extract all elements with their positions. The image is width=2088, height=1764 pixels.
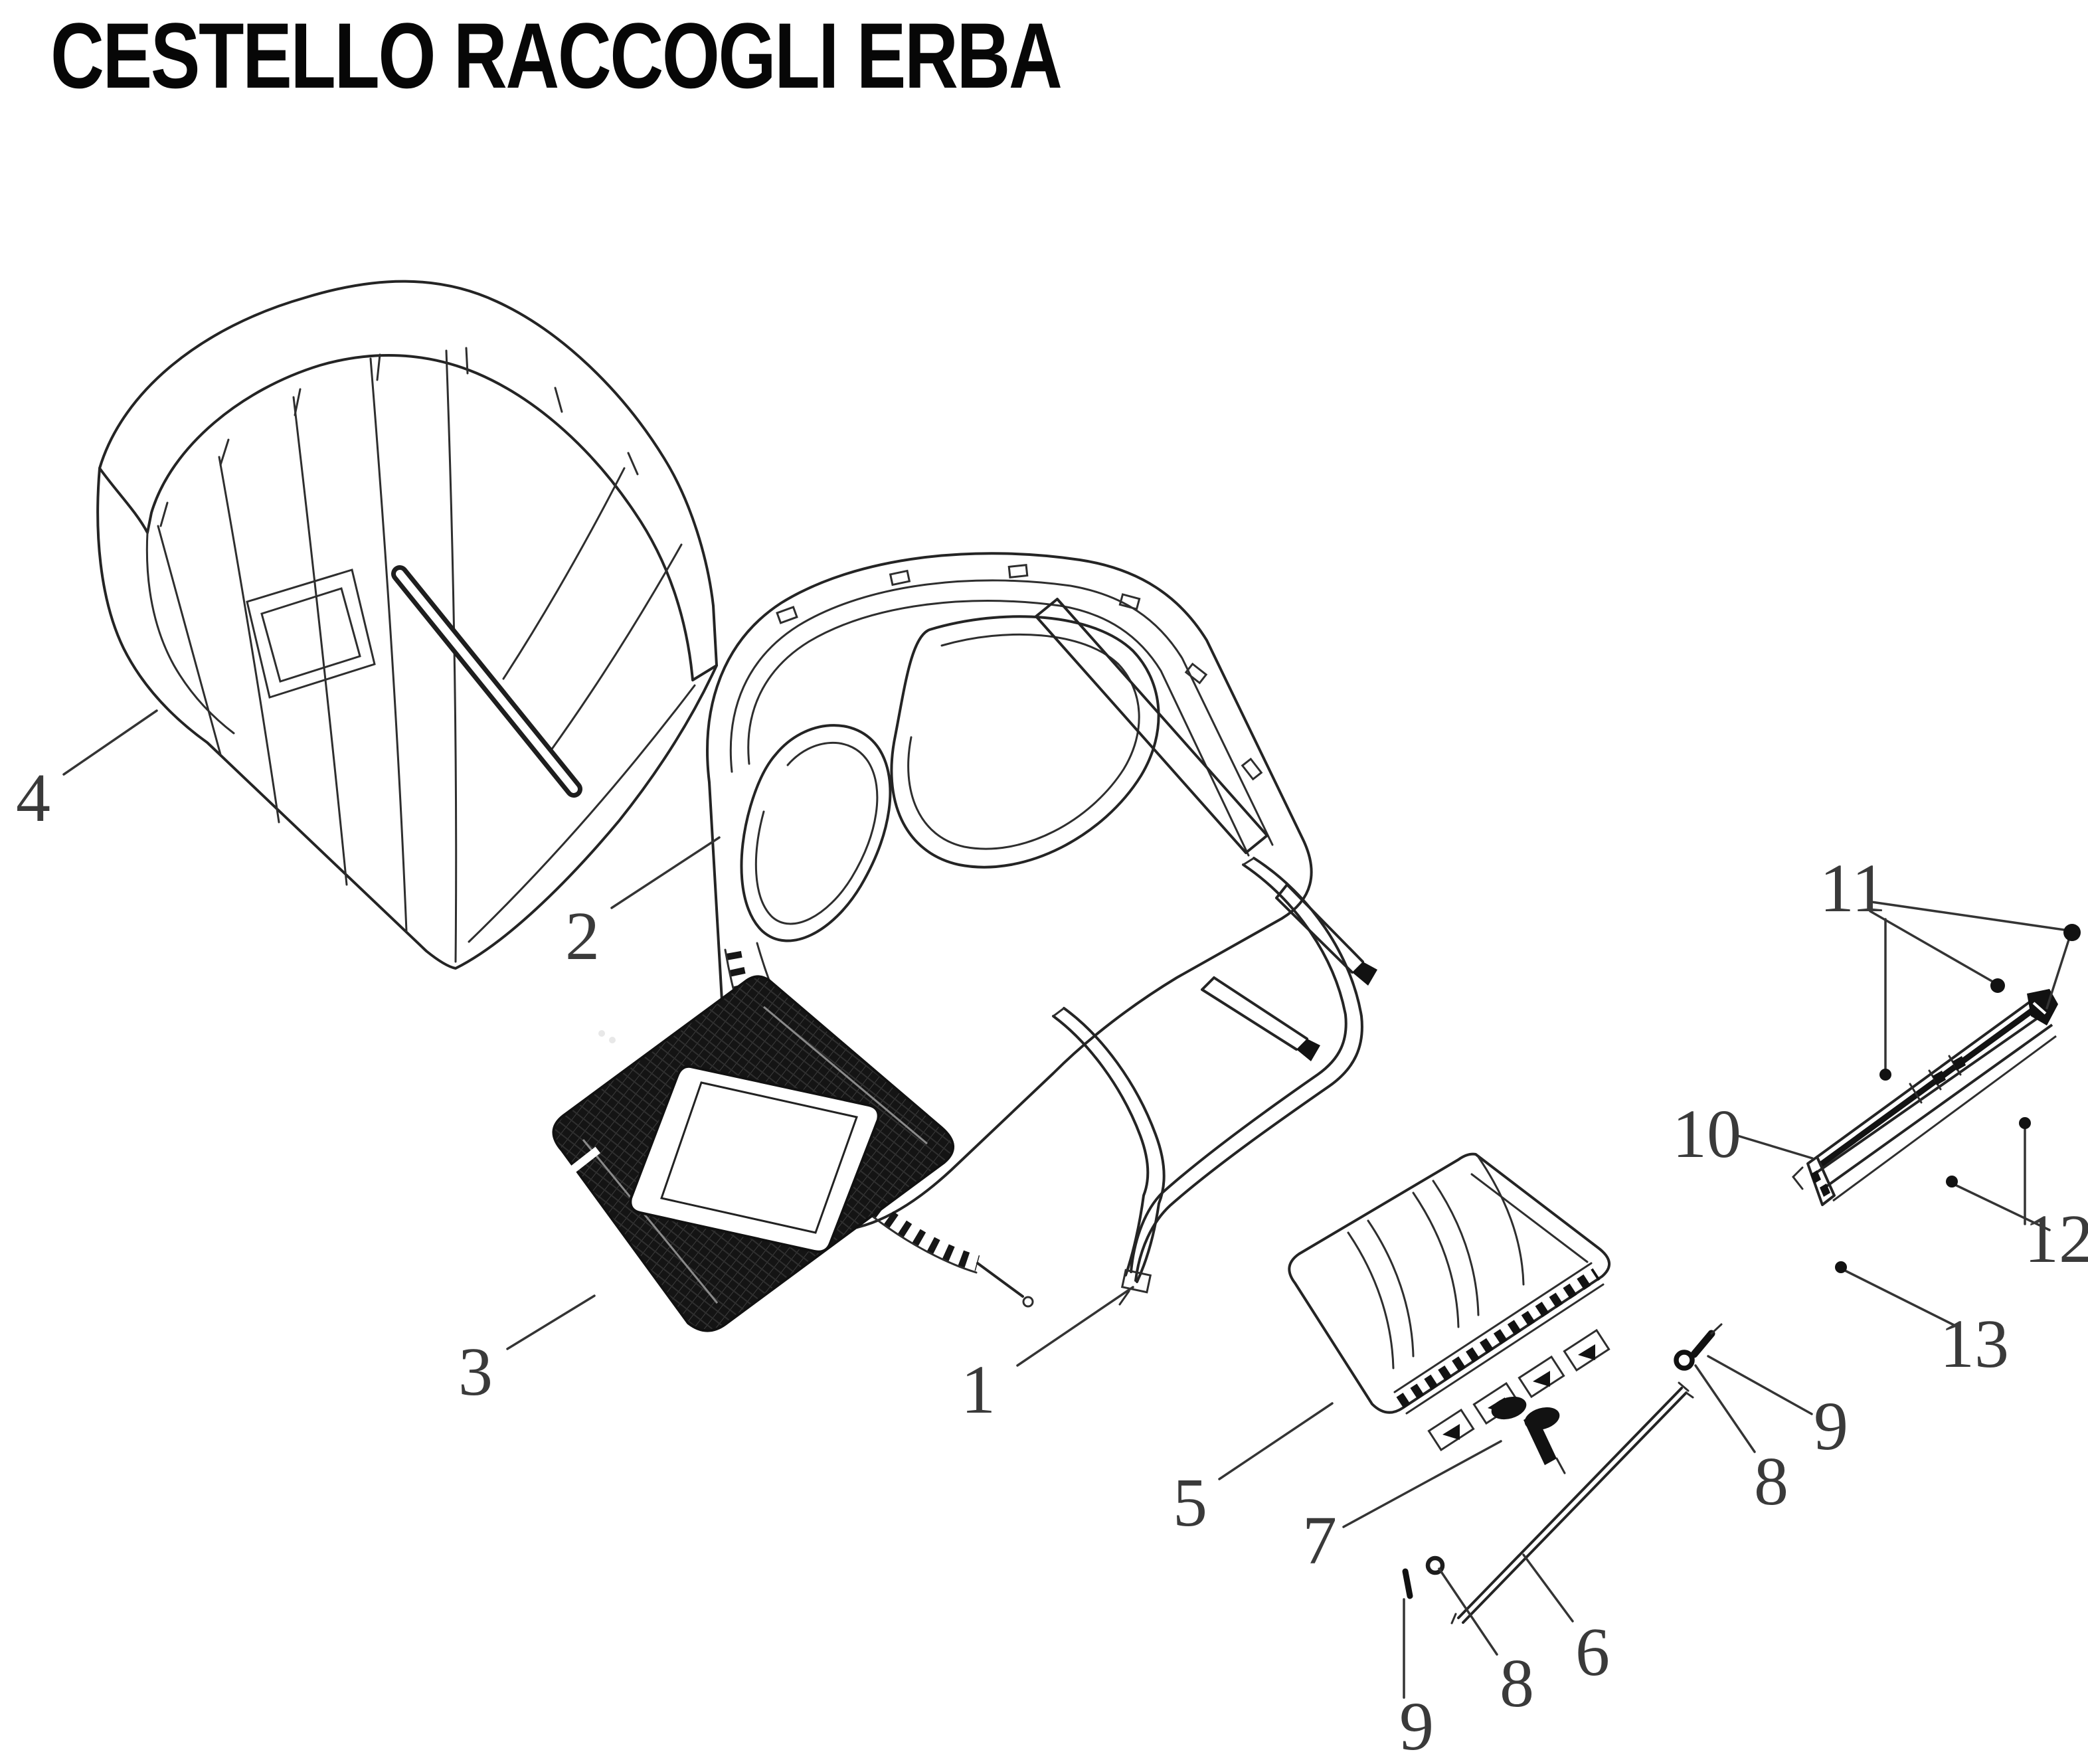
callout-12: 12	[2024, 1201, 2088, 1277]
callout-11: 11	[1819, 850, 1887, 926]
part-handle-bar-assembly	[1792, 989, 2058, 1206]
part-pin-bottom	[1402, 1568, 1413, 1599]
callout-9-right: 9	[1814, 1388, 1848, 1464]
callout-1: 1	[961, 1352, 996, 1428]
callout-2: 2	[565, 898, 600, 974]
part-deflector-curve	[1052, 857, 1363, 1306]
callout-4: 4	[16, 760, 50, 836]
part-washer-pin-right	[1674, 1323, 1723, 1371]
callout-10: 10	[1672, 1096, 1741, 1172]
callout-9-bottom: 9	[1399, 1688, 1434, 1764]
callout-7: 7	[1302, 1502, 1337, 1579]
part-washer-bottom	[1425, 1555, 1445, 1575]
part-t-bolt	[1491, 1396, 1566, 1474]
part-rear-mesh-panel	[552, 975, 955, 1332]
handle-screw-dots	[1835, 924, 2081, 1273]
part-hinge-rod	[1450, 1381, 1694, 1625]
part-basket-body	[96, 280, 718, 970]
part-front-ribbed-panel	[1288, 1152, 1610, 1452]
page-title: CESTELLO RACCOGLI ERBA	[50, 3, 1063, 108]
callout-13: 13	[1940, 1306, 2009, 1382]
callout-leader-lines	[62, 709, 2071, 1699]
callout-6: 6	[1575, 1614, 1610, 1690]
callout-5: 5	[1173, 1464, 1207, 1541]
callout-3: 3	[458, 1334, 493, 1410]
callout-8-bottom: 8	[1500, 1645, 1534, 1721]
callout-8-right: 8	[1754, 1443, 1788, 1520]
